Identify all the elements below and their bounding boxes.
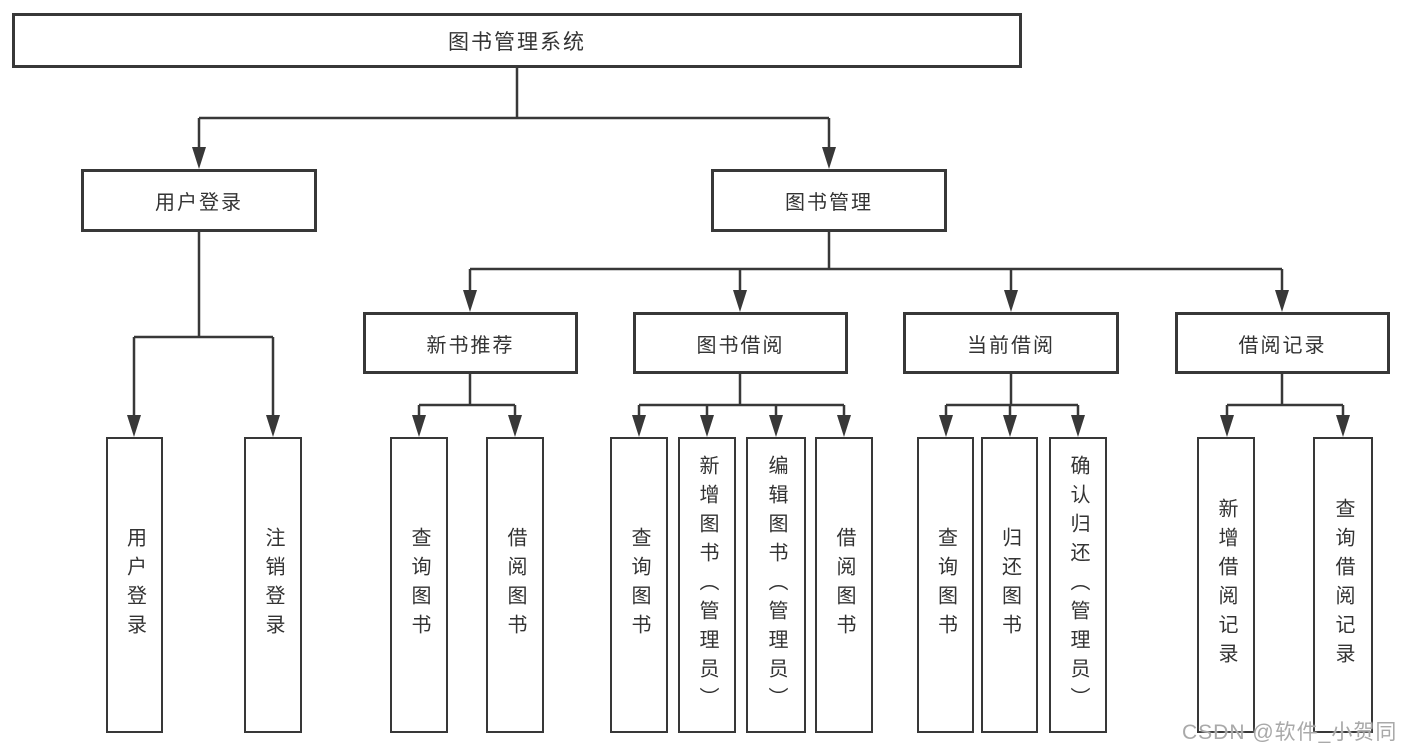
node-book-management-branch: 图书管理 [711, 169, 947, 232]
leaf-current-query-books: 查询图书 [917, 437, 974, 733]
csdn-watermark: CSDN @软件_小贺同学 [1182, 721, 1398, 744]
leaf-newbook-borrow-books: 借阅图书 [486, 437, 544, 733]
connector-borrowing-to-leaves [632, 374, 851, 437]
leaf-borrowing-borrow-books: 借阅图书 [815, 437, 873, 733]
leaf-newbook-query-books: 查询图书 [390, 437, 448, 733]
connector-userlogin-to-leaves [127, 232, 280, 437]
leaf-logout: 注销登录 [244, 437, 302, 733]
node-book-borrowing: 图书借阅 [633, 312, 848, 374]
connector-root-to-branches [192, 68, 836, 169]
node-user-login-branch: 用户登录 [81, 169, 317, 232]
leaf-current-return-books: 归还图书 [981, 437, 1038, 733]
node-borrowing-records: 借阅记录 [1175, 312, 1390, 374]
node-root-system: 图书管理系统 [12, 13, 1022, 68]
node-current-borrowing: 当前借阅 [903, 312, 1119, 374]
leaf-records-add-record: 新增借阅记录 [1197, 437, 1255, 733]
connector-newbooks-to-leaves [412, 374, 522, 437]
leaf-current-confirm-return-admin: 确认归还（管理员） [1049, 437, 1107, 733]
connector-records-to-leaves [1220, 374, 1350, 437]
leaf-records-query-record: 查询借阅记录 [1313, 437, 1373, 733]
node-new-book-recommend: 新书推荐 [363, 312, 578, 374]
leaf-user-login: 用户登录 [106, 437, 163, 733]
leaf-borrowing-add-books-admin: 新增图书（管理员） [678, 437, 736, 733]
connector-current-to-leaves [939, 374, 1085, 437]
leaf-borrowing-query-books: 查询图书 [610, 437, 668, 733]
leaf-borrowing-edit-books-admin: 编辑图书（管理员） [746, 437, 806, 733]
connector-bookmgmt-to-sections [463, 232, 1289, 312]
